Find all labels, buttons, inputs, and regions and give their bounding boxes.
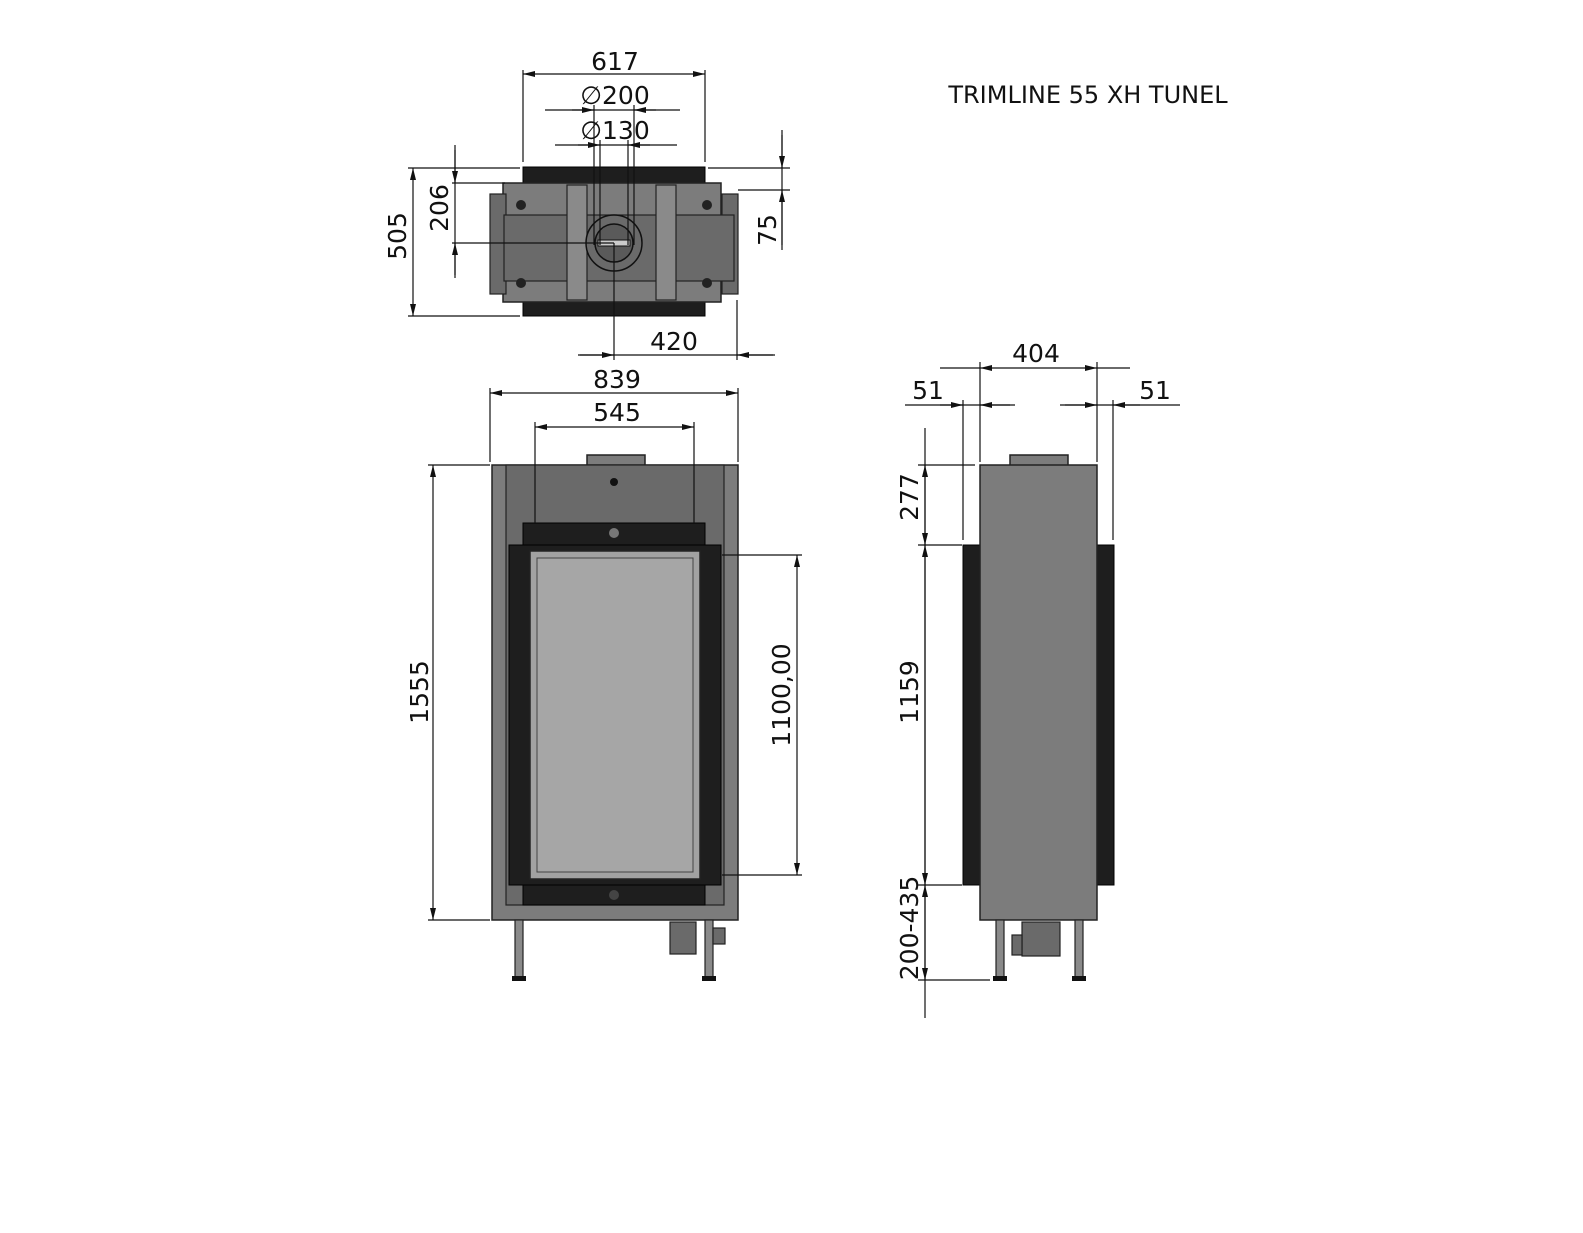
dim-839: 839 — [593, 365, 641, 394]
front-view — [491, 454, 739, 981]
drawing-title: TRIMLINE 55 XH TUNEL — [947, 81, 1228, 109]
dim-420: 420 — [650, 327, 698, 356]
dim-75: 75 — [753, 214, 782, 246]
dim-51-right: 51 — [1139, 376, 1171, 405]
dim-diameter-130: ∅130 — [580, 116, 650, 145]
side-view — [962, 454, 1115, 981]
dim-404: 404 — [1012, 339, 1060, 368]
dim-51-left: 51 — [912, 376, 944, 405]
dim-277: 277 — [895, 473, 924, 521]
dim-545: 545 — [593, 398, 641, 427]
dim-617: 617 — [591, 47, 639, 76]
dim-505: 505 — [383, 212, 412, 260]
top-view-dimensions: 617 ∅200 ∅130 505 206 75 420 — [383, 47, 790, 360]
dim-200-435: 200-435 — [895, 876, 924, 980]
dim-1159: 1159 — [895, 660, 924, 724]
dim-1100: 1100,00 — [767, 643, 796, 746]
front-view-dimensions: 839 545 1555 1100,00 — [405, 365, 802, 921]
dim-diameter-200: ∅200 — [580, 81, 650, 110]
dim-206: 206 — [425, 184, 454, 232]
dim-1555: 1555 — [405, 660, 434, 724]
side-view-dimensions: 404 51 51 277 1159 200-435 — [895, 339, 1180, 1018]
